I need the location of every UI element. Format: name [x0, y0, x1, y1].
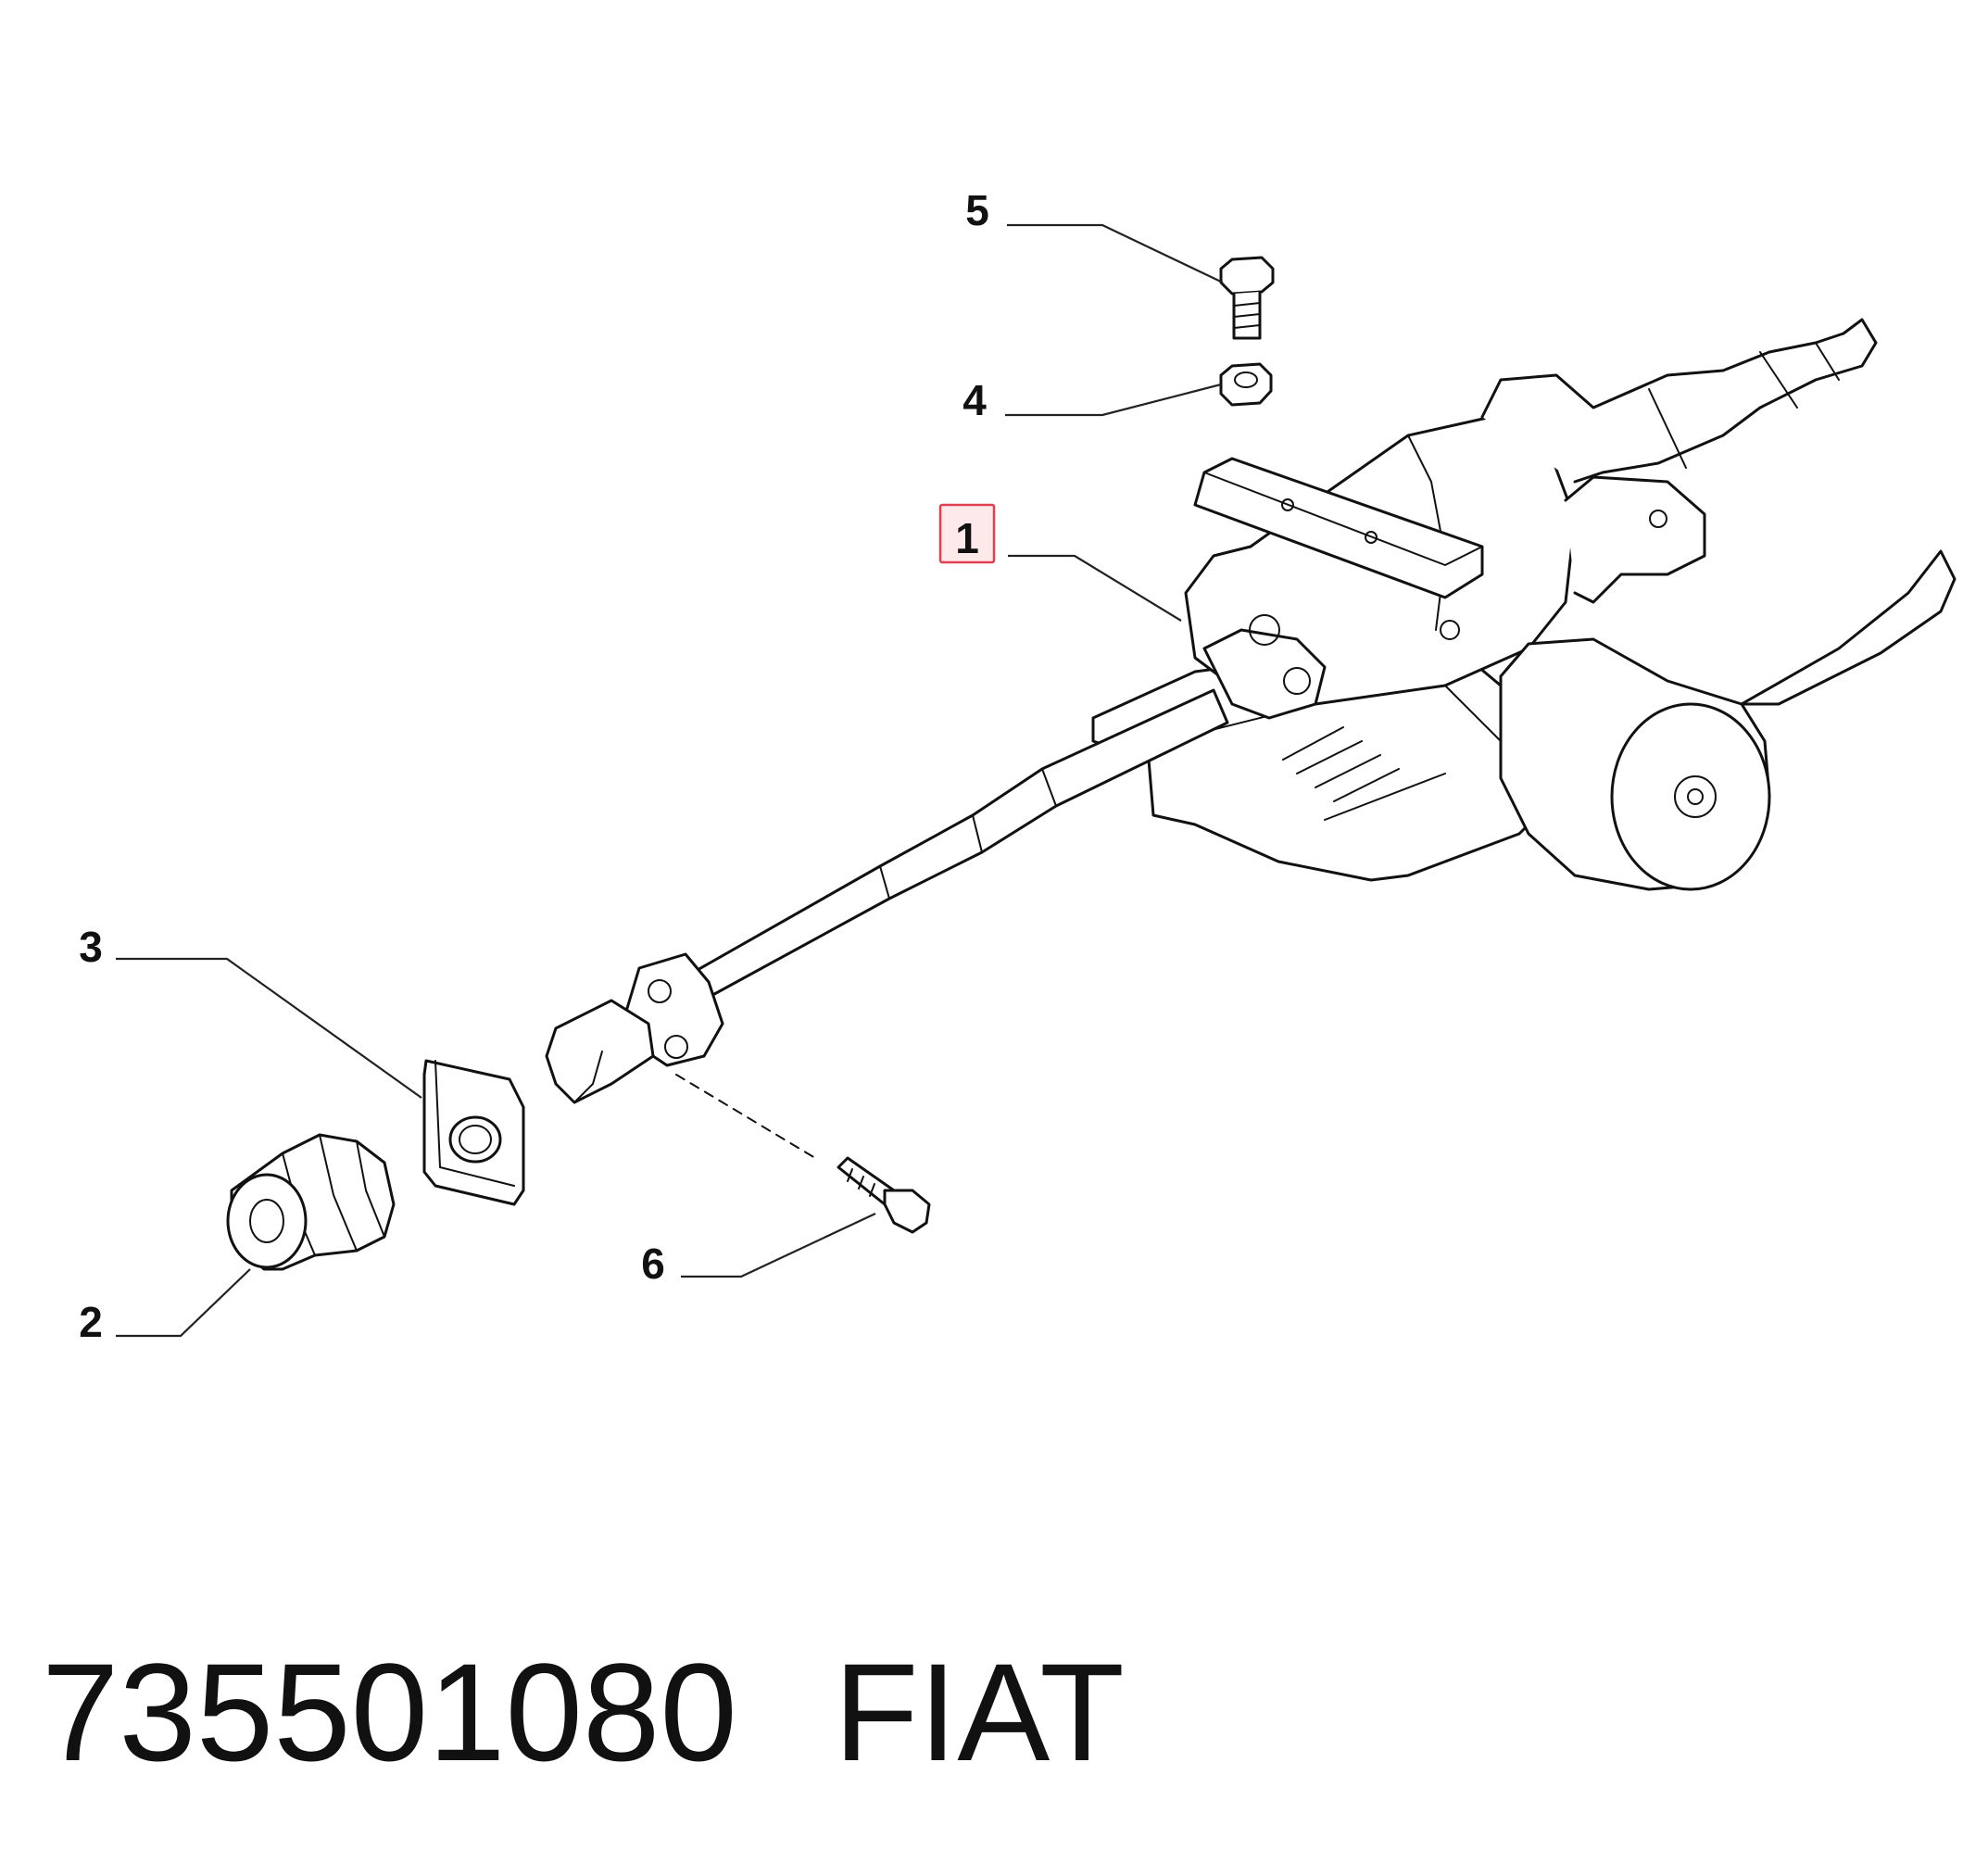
steering-column-assembly[interactable] — [545, 318, 1957, 1104]
callout-number-2[interactable]: 2 — [79, 1298, 103, 1346]
callout-number-3[interactable]: 3 — [79, 923, 103, 971]
top-bolt[interactable] — [1219, 256, 1275, 340]
leader-line-5 — [1007, 223, 1224, 283]
dust-boot[interactable] — [226, 1133, 396, 1271]
assembly-dash-line — [675, 1074, 816, 1159]
callout-number-1[interactable]: 1 — [955, 514, 979, 562]
leader-line-2 — [116, 1268, 251, 1338]
leader-line-4 — [1005, 383, 1222, 417]
leader-line-3 — [116, 957, 422, 1099]
callout-1-highlight-box — [938, 503, 996, 564]
mounting-plate[interactable] — [422, 1059, 525, 1206]
callout-number-6[interactable]: 6 — [641, 1240, 665, 1288]
hex-nut[interactable] — [1219, 362, 1273, 407]
brand-label: FIAT — [834, 1634, 1125, 1790]
clamp-bolt[interactable] — [837, 1156, 931, 1234]
leader-line-6 — [681, 1213, 876, 1278]
callout-number-4[interactable]: 4 — [963, 376, 987, 424]
leader-line-1 — [1008, 554, 1182, 622]
part-number-label: 735501080 — [42, 1634, 737, 1790]
callout-number-5[interactable]: 5 — [965, 186, 989, 234]
